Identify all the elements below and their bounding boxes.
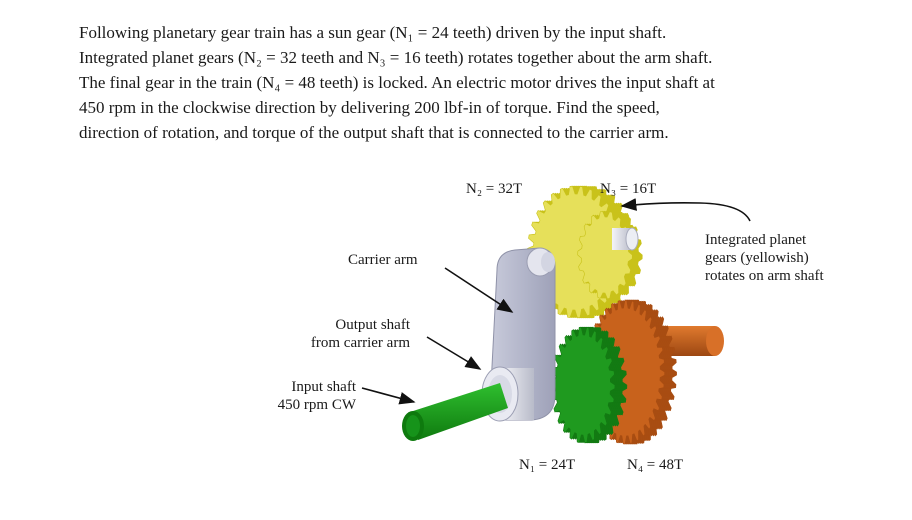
label-input-shaft-line: Input shaft <box>291 379 356 395</box>
label-planet-note: Integrated planet gears (yellowish) rota… <box>705 231 824 285</box>
arm-shaft-pin <box>612 227 639 251</box>
problem-line: 450 rpm in the clockwise direction by de… <box>79 98 660 117</box>
problem-statement: Following planetary gear train has a sun… <box>79 20 879 145</box>
output-shaft-arrow <box>426 336 482 370</box>
label-n4: N₄ = 48T <box>627 457 684 473</box>
problem-line: The final gear in the train (N₄ = 48 tee… <box>79 73 715 92</box>
problem-line: Following planetary gear train has a sun… <box>79 23 667 42</box>
problem-line: direction of rotation, and torque of the… <box>79 123 669 142</box>
label-output-shaft: Output shaft from carrier arm <box>288 316 410 352</box>
carrier-arm-arrow <box>444 267 514 313</box>
label-output-shaft-line: Output shaft <box>335 317 410 333</box>
label-n2: N₂ = 32T <box>466 181 523 197</box>
label-input-shaft: Input shaft 450 rpm CW <box>256 378 356 414</box>
label-input-shaft-line: 450 rpm CW <box>277 397 356 413</box>
sun-gear-green <box>550 326 628 444</box>
problem-line: Integrated planet gears (N₂ = 32 teeth a… <box>79 48 713 67</box>
label-n3: N₃ = 16T <box>600 181 657 197</box>
label-carrier-arm: Carrier arm <box>348 252 418 268</box>
input-shaft-green <box>402 383 508 441</box>
annotation-arrows <box>361 198 751 405</box>
label-planet-note-line: gears (yellowish) <box>705 250 809 266</box>
label-output-shaft-line: from carrier arm <box>310 335 410 351</box>
label-planet-note-line: Integrated planet <box>705 232 807 248</box>
planet-note-arrow <box>620 198 751 222</box>
label-planet-note-line: rotates on arm shaft <box>705 268 824 284</box>
input-shaft-arrow <box>361 387 416 405</box>
label-n1: N₁ = 24T <box>519 457 576 473</box>
